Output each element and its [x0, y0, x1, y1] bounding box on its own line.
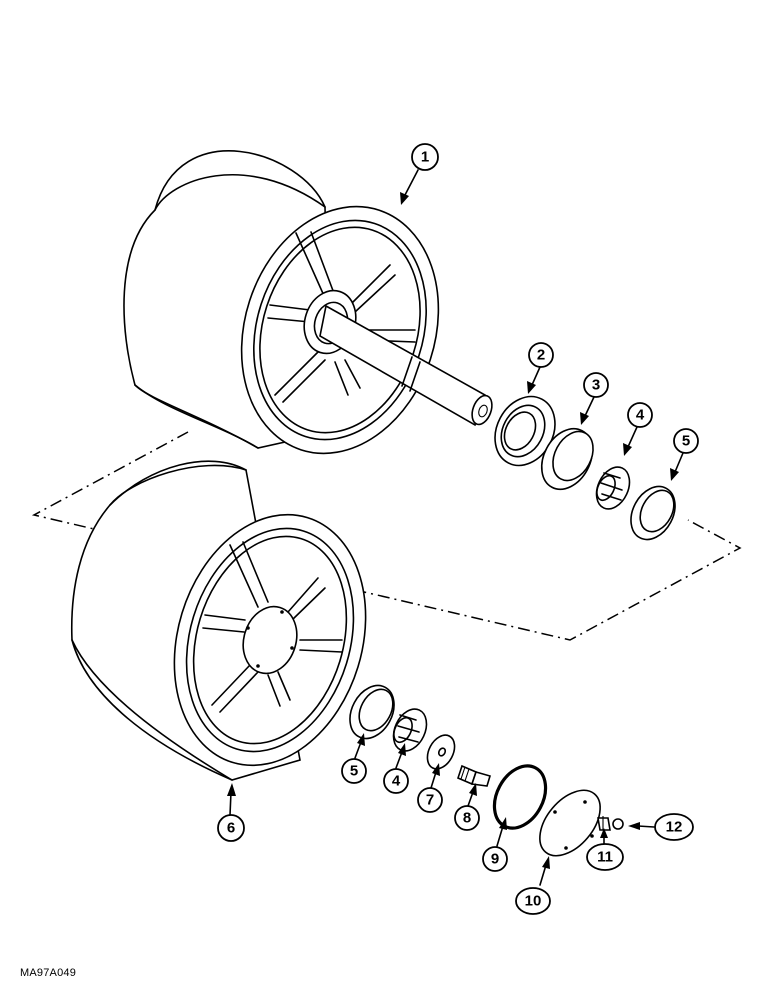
callout-4-lower: 4 [383, 768, 409, 794]
callout-5-upper-label: 5 [682, 433, 690, 450]
callout-2-label: 2 [537, 347, 545, 364]
callout-7: 7 [417, 787, 443, 813]
callout-4-lower-label: 4 [392, 773, 401, 790]
callout-8: 8 [454, 805, 480, 831]
callout-1-label: 1 [421, 149, 429, 166]
callout-11: 11 [586, 843, 624, 871]
callout-5-lower-label: 5 [350, 763, 358, 780]
bearing-race-part-5-lower [349, 684, 395, 740]
callout-9: 9 [482, 846, 508, 872]
bearing-cone-part-4-lower [392, 708, 428, 752]
callout-10: 10 [515, 887, 551, 915]
lower-roller [70, 460, 367, 781]
callout-3-label: 3 [592, 377, 600, 394]
callout-2: 2 [528, 342, 554, 368]
callout-7-label: 7 [426, 792, 434, 809]
callout-3: 3 [583, 372, 609, 398]
assembly-dashed-line [31, 431, 742, 641]
fitting-part-11 [597, 816, 611, 831]
callout-5-upper: 5 [673, 428, 699, 454]
cover-plate-part-10 [539, 789, 601, 857]
leader-lines [227, 169, 684, 886]
callout-1: 1 [411, 143, 439, 171]
callout-6: 6 [217, 814, 245, 842]
bearing-cup-part-3 [540, 427, 594, 491]
callout-4-upper: 4 [627, 402, 653, 428]
callout-9-label: 9 [491, 851, 499, 868]
callout-4-upper-label: 4 [636, 407, 645, 424]
seal-part-2 [494, 395, 556, 467]
callout-6-label: 6 [227, 820, 235, 837]
callout-8-label: 8 [463, 810, 471, 827]
cap-part-12 [612, 818, 624, 830]
bearing-cone-part-4-upper [595, 466, 631, 510]
callout-12-label: 12 [666, 819, 683, 836]
washer-part-7 [426, 734, 456, 770]
callout-12: 12 [654, 813, 694, 841]
upper-roller [123, 150, 493, 455]
figure-code: MA97A049 [20, 967, 77, 979]
bolt-part-8 [457, 764, 491, 787]
callout-10-label: 10 [525, 893, 542, 910]
bearing-race-part-5-upper [630, 485, 676, 541]
callout-11-label: 11 [597, 849, 613, 866]
callout-5-lower: 5 [341, 758, 367, 784]
